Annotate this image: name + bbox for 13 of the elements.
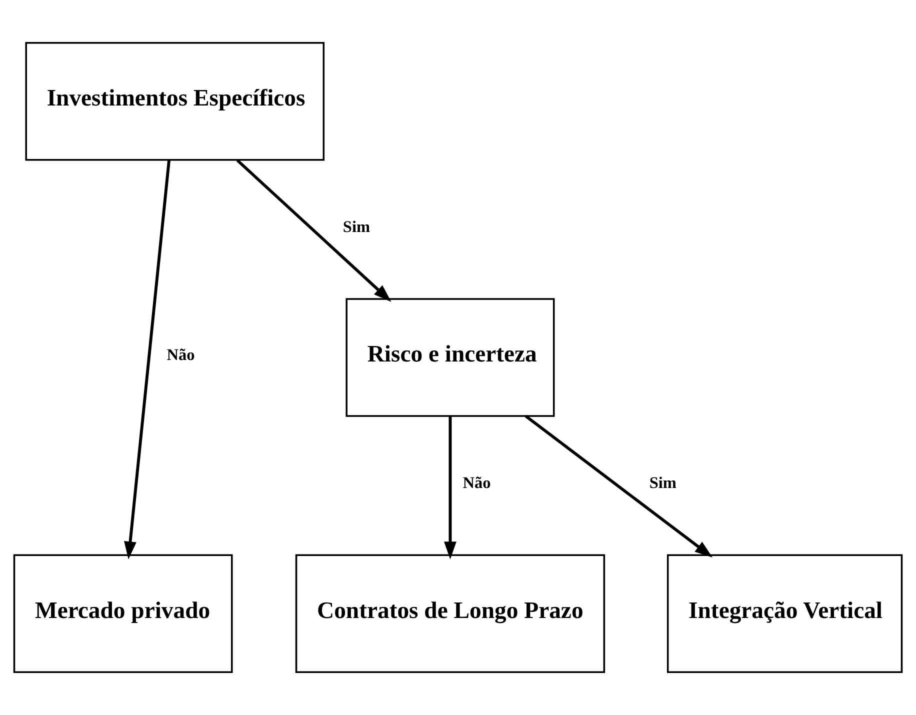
node-box: Mercado privado (13, 554, 233, 673)
node-box: Contratos de Longo Prazo (295, 554, 606, 673)
edge-label: Não (166, 345, 195, 364)
arrow (236, 159, 392, 302)
node-box: Risco e incerteza (346, 298, 555, 417)
arrow (444, 416, 456, 560)
arrow (124, 160, 170, 560)
node-box: Integração Vertical (666, 554, 903, 673)
edge-label: Não (462, 473, 491, 492)
edge-label: Sim (342, 217, 370, 236)
node-box: Investimentos Específicos (25, 42, 325, 161)
arrow (524, 414, 713, 558)
edge-label: Sim (649, 473, 676, 492)
